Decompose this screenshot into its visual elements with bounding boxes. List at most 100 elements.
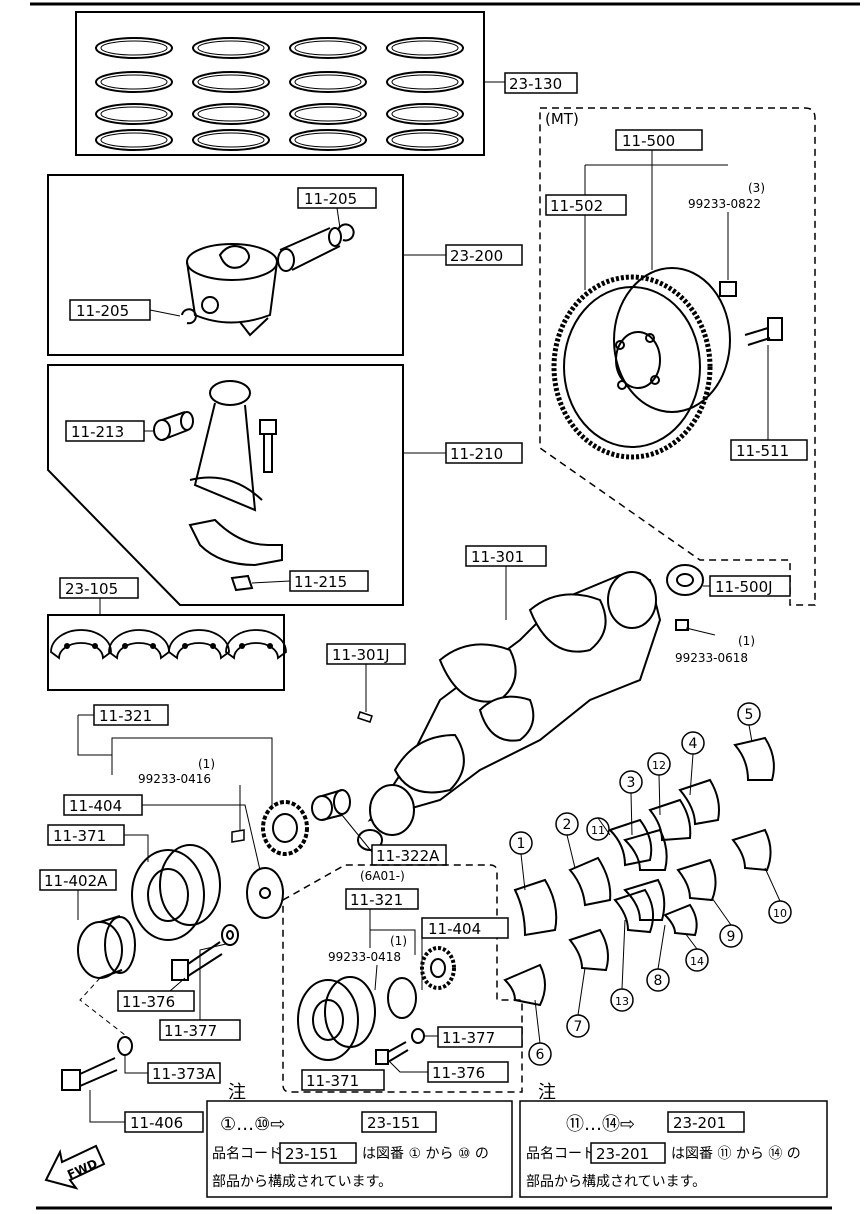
part-label-11-205-left: 11-205 xyxy=(76,302,129,320)
mt-flywheel-frame xyxy=(539,107,816,606)
pulley-sleeve xyxy=(77,915,136,979)
part-label-11-301: 11-301 xyxy=(471,548,524,566)
qty-note-3: (3) xyxy=(748,181,765,195)
piston-pin xyxy=(277,227,342,272)
lock-bolt xyxy=(61,1057,118,1091)
part-label-23-200: 23-200 xyxy=(450,247,503,265)
legend-left-range: ①…⑩⇨ xyxy=(220,1114,285,1135)
legend-right-line2: 部品から構成されています。 xyxy=(526,1174,706,1190)
label-box-23-105 xyxy=(59,577,139,599)
crankshaft xyxy=(357,571,662,851)
legend-left-code-box xyxy=(361,1111,437,1133)
legend-right-range: ⑪…⑭⇨ xyxy=(566,1114,635,1135)
crank-pulley xyxy=(131,844,221,941)
callout-13: 13 xyxy=(615,995,629,1008)
callout-leaders xyxy=(520,724,781,1044)
part-label-11-322A: 11-322A xyxy=(376,847,440,865)
part-label-11-213: 11-213 xyxy=(71,423,124,441)
dowel-pin xyxy=(719,281,737,297)
rod-cap xyxy=(188,518,283,567)
legend-right-code-box xyxy=(667,1111,745,1133)
label-box-11-371-b xyxy=(301,1069,385,1091)
bolt-number-0822: 99233-0822 xyxy=(688,197,761,211)
connecting-rod xyxy=(189,380,263,512)
legend-right-code: 23-201 xyxy=(673,1114,726,1132)
crank-key xyxy=(357,711,373,723)
part-label-11-321: 11-321 xyxy=(99,707,152,725)
part-label-23-130: 23-130 xyxy=(509,75,562,93)
flywheel-bolt xyxy=(744,317,783,346)
part-label-11-406: 11-406 xyxy=(130,1114,183,1132)
pulley-washer xyxy=(221,924,239,946)
snap-ring-top xyxy=(337,223,355,242)
rod-bearing-set xyxy=(50,629,287,659)
timing-plate-b xyxy=(387,977,417,1019)
variant-note: (6A01-) xyxy=(360,869,405,883)
part-label-11-205-top: 11-205 xyxy=(304,190,357,208)
legend-left-line1-suffix: は図番 ① から ⑩ の xyxy=(362,1146,489,1162)
callout-4: 4 xyxy=(689,736,698,752)
part-label-11-500: 11-500 xyxy=(622,132,675,150)
callout-10: 10 xyxy=(773,907,787,920)
label-box-11-511 xyxy=(730,439,808,461)
part-label-11-321-b: 11-321 xyxy=(350,891,403,909)
label-box-11-502 xyxy=(545,194,627,216)
part-label-11-402A: 11-402A xyxy=(44,872,108,890)
qty-note-1a: (1) xyxy=(738,634,755,648)
callout-circles xyxy=(509,702,792,1066)
part-label-11-502: 11-502 xyxy=(550,197,603,215)
part-label-11-215: 11-215 xyxy=(294,573,347,591)
label-box-23-200 xyxy=(445,244,523,266)
legend-right-line1-suffix: は図番 ⑪ から ⑭ の xyxy=(671,1146,801,1162)
callout-11: 11 xyxy=(591,824,605,837)
legend-left-line1-code: 23-151 xyxy=(285,1145,338,1163)
label-box-11-321-b xyxy=(345,888,419,910)
timing-pulley-b xyxy=(420,946,456,990)
callout-3: 3 xyxy=(627,775,636,791)
part-label-11-376: 11-376 xyxy=(122,993,175,1011)
ring-set-frame xyxy=(75,11,485,156)
pilot-bearing xyxy=(666,564,704,596)
con-rod-frame xyxy=(47,364,404,606)
piston-ring-set xyxy=(95,37,464,151)
callout-14: 14 xyxy=(690,955,704,968)
part-label-11-376-b: 11-376 xyxy=(432,1064,485,1082)
snap-ring-left xyxy=(181,308,197,325)
part-label-11-377-b: 11-377 xyxy=(442,1029,495,1047)
timing-plate xyxy=(246,867,284,919)
pulley-bolt xyxy=(171,941,223,981)
flywheel xyxy=(551,267,731,460)
crank-pulley-b xyxy=(297,976,376,1061)
pulley-spacer xyxy=(311,789,351,821)
label-box-11-376 xyxy=(117,990,195,1012)
pulley-washer-small xyxy=(117,1036,133,1056)
callout-6: 6 xyxy=(536,1047,545,1063)
part-label-11-404: 11-404 xyxy=(69,797,122,815)
legend-right-heading: 注 xyxy=(538,1082,556,1103)
pin-number-0416: 99233-0416 xyxy=(138,772,211,786)
piston xyxy=(186,243,278,337)
variant-frame xyxy=(282,864,523,1093)
mt-note: (MT) xyxy=(545,110,579,128)
callout-12: 12 xyxy=(652,759,666,772)
callout-8: 8 xyxy=(654,973,663,989)
callout-2: 2 xyxy=(563,817,572,833)
qty-note-1c: (1) xyxy=(390,934,407,948)
part-label-11-210: 11-210 xyxy=(450,445,503,463)
legend-left-line1-prefix: 品名コード xyxy=(212,1146,282,1162)
crank-pin xyxy=(675,619,689,631)
pin-number-0618: 99233-0618 xyxy=(675,651,748,665)
callout-5: 5 xyxy=(745,707,754,723)
part-label-11-371: 11-371 xyxy=(53,827,106,845)
part-label-11-301J: 11-301J xyxy=(332,646,390,664)
callout-7: 7 xyxy=(574,1019,583,1035)
callout-9: 9 xyxy=(727,929,736,945)
rod-bolt xyxy=(259,419,277,473)
legend-left-line2: 部品から構成されています。 xyxy=(212,1174,392,1190)
bearing-set-frame xyxy=(47,614,285,691)
rod-nut xyxy=(230,574,254,592)
piston-frame xyxy=(47,174,404,356)
legend-right-line1-prefix: 品名コード xyxy=(526,1146,596,1162)
legend-right-line1-code: 23-201 xyxy=(596,1145,649,1163)
